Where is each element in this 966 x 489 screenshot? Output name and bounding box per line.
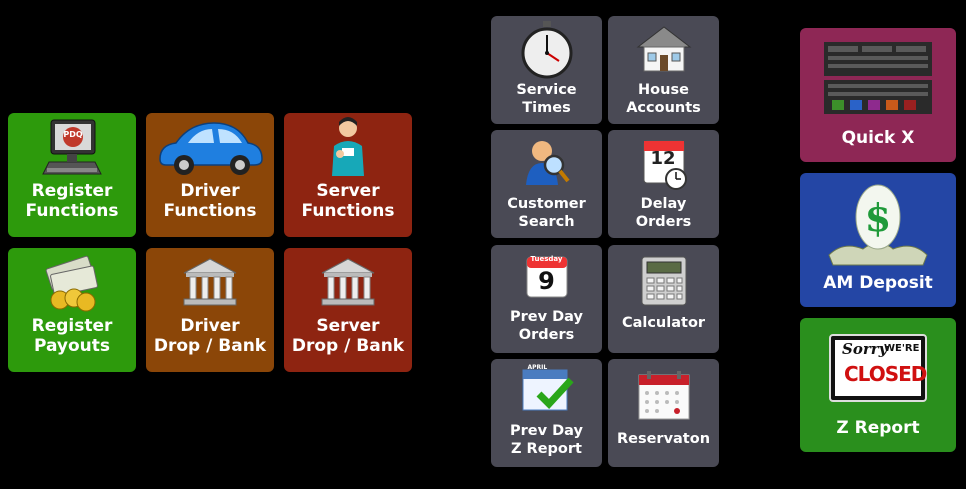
money-coins-icon [37, 248, 107, 316]
server-functions-button[interactable]: Server Functions [284, 113, 412, 237]
prev-day-z-report-button[interactable]: APRIL Prev Day Z Report [491, 359, 602, 467]
house-accounts-button[interactable]: House Accounts [608, 16, 719, 124]
driver-functions-button[interactable]: Driver Functions [146, 113, 274, 237]
calculator-label: Calculator [621, 315, 706, 331]
quick-x-button[interactable]: Quick X [800, 28, 956, 162]
calculator-button[interactable]: Calculator [608, 245, 719, 353]
calendar-check-icon: APRIL [512, 359, 582, 423]
reservation-label: Reservaton [616, 431, 711, 447]
am-deposit-label: AM Deposit [823, 273, 933, 293]
register-functions-button[interactable]: PDQ Register Functions [8, 113, 136, 237]
driver-functions-label: Driver Functions [163, 181, 257, 222]
prev-day-orders-label: Prev Day Orders [510, 309, 583, 343]
am-deposit-button[interactable]: $ AM Deposit [800, 173, 956, 307]
driver-drop-bank-label: Driver Drop / Bank [153, 316, 267, 357]
server-functions-label: Server Functions [301, 181, 395, 222]
service-times-label: Service Times [516, 82, 577, 116]
closed-sign-icon: Sorry WE'RE CLOSED [818, 318, 938, 418]
customer-search-label: Customer Search [507, 196, 586, 230]
reservation-button[interactable]: Reservaton [608, 359, 719, 467]
house-icon [629, 16, 699, 82]
sign-sorry-text: Sorry [842, 340, 888, 358]
server-drop-bank-label: Server Drop / Bank [291, 316, 405, 357]
sign-were-text: WE'RE [884, 343, 920, 354]
prev-day-z-report-label: Prev Day Z Report [510, 423, 583, 457]
quick-x-label: Quick X [841, 128, 915, 148]
calendar-clock-icon: 12 [629, 130, 699, 196]
reservation-calendar-icon [629, 359, 699, 431]
calendar-day-icon: Tuesday 9 [512, 245, 582, 309]
customer-search-icon [512, 130, 582, 196]
register-payouts-button[interactable]: Register Payouts [8, 248, 136, 372]
house-accounts-label: House Accounts [626, 82, 701, 116]
prev-day-orders-button[interactable]: Tuesday 9 Prev Day Orders [491, 245, 602, 353]
delay-calendar-number: 12 [650, 148, 676, 169]
calculator-icon [629, 245, 699, 315]
server-drop-bank-button[interactable]: Server Drop / Bank [284, 248, 412, 372]
z-report-button[interactable]: Sorry WE'RE CLOSED Z Report [800, 318, 956, 452]
pdq-logo-text: PDQ [63, 130, 83, 139]
server-person-icon [313, 113, 383, 181]
customer-search-button[interactable]: Customer Search [491, 130, 602, 238]
stopwatch-icon [512, 16, 582, 82]
z-report-label: Z Report [836, 418, 920, 438]
svg-text:$: $ [865, 195, 891, 240]
delay-orders-label: Delay Orders [635, 196, 692, 230]
service-times-button[interactable]: Service Times [491, 16, 602, 124]
report-screenshot-icon [818, 28, 938, 122]
delay-orders-button[interactable]: 12 Delay Orders [608, 130, 719, 238]
driver-drop-bank-button[interactable]: Driver Drop / Bank [146, 248, 274, 372]
money-egg-icon: $ [818, 173, 938, 273]
register-functions-label: Register Functions [25, 181, 119, 222]
april-text: APRIL [527, 364, 548, 371]
calendar-day-number: 9 [538, 267, 555, 295]
register-payouts-label: Register Payouts [31, 316, 113, 357]
sign-closed-text: CLOSED [844, 362, 927, 386]
car-icon [150, 113, 270, 181]
bank-building-icon [175, 248, 245, 316]
bank-building-icon [313, 248, 383, 316]
calendar-day-text: Tuesday [530, 255, 563, 263]
pos-terminal-icon: PDQ [37, 113, 107, 181]
